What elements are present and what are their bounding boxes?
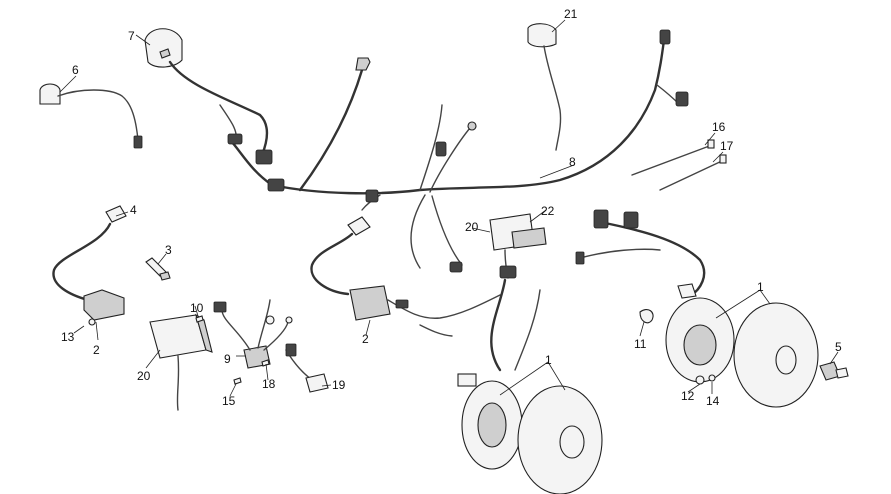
callout-1-bottom: 1 [545, 353, 552, 367]
callout-20-center: 20 [465, 220, 479, 234]
harness-connector-low [449, 261, 463, 273]
callout-5: 5 [835, 340, 842, 354]
cable-ties [631, 139, 727, 191]
callout-13: 13 [61, 330, 75, 344]
callout-10: 10 [190, 301, 204, 315]
handlebar-switch [144, 28, 273, 165]
callout-leaders [59, 19, 839, 397]
regulator-assembly [195, 299, 329, 393]
callout-9: 9 [224, 352, 231, 366]
harness-connector-left [267, 178, 285, 192]
harness-boot [355, 57, 371, 71]
callout-16: 16 [712, 120, 726, 134]
ignition-coil-center [310, 216, 501, 337]
callout-4: 4 [130, 203, 137, 217]
stator-flywheel-right [575, 209, 849, 408]
switch-cover-cable [527, 23, 562, 151]
harness-terminal [467, 121, 477, 131]
stator-flywheel-bottom [457, 278, 603, 494]
cdi-unit-center [489, 213, 547, 279]
kill-switch-lead [39, 83, 143, 149]
callout-6: 6 [72, 63, 79, 77]
harness-connector-branch [365, 189, 379, 203]
callout-20-left: 20 [137, 369, 151, 383]
harness-connector-mid [435, 141, 447, 157]
main-wiring-harness [228, 29, 689, 273]
callout-17: 17 [720, 139, 734, 153]
callout-2-center: 2 [362, 332, 369, 346]
callout-11: 11 [634, 337, 647, 351]
callout-15: 15 [222, 394, 236, 408]
callout-labels: 7 6 21 8 16 17 4 3 2 13 20 10 9 15 18 19… [61, 7, 842, 408]
spark-plug [145, 257, 171, 281]
callout-7: 7 [128, 29, 135, 43]
callout-22: 22 [541, 204, 555, 218]
callout-14: 14 [706, 394, 720, 408]
callout-18: 18 [262, 377, 276, 391]
callout-2-left: 2 [93, 343, 100, 357]
cdi-unit-left [149, 313, 213, 411]
ignition-coil-left [52, 205, 127, 326]
callout-8: 8 [569, 155, 576, 169]
callout-19: 19 [332, 378, 346, 392]
callout-21: 21 [564, 7, 578, 21]
harness-connector-top [659, 29, 671, 45]
harness-connector-right [675, 91, 689, 107]
callout-1-right: 1 [757, 280, 764, 294]
callout-3: 3 [165, 243, 172, 257]
callout-12: 12 [681, 389, 695, 403]
